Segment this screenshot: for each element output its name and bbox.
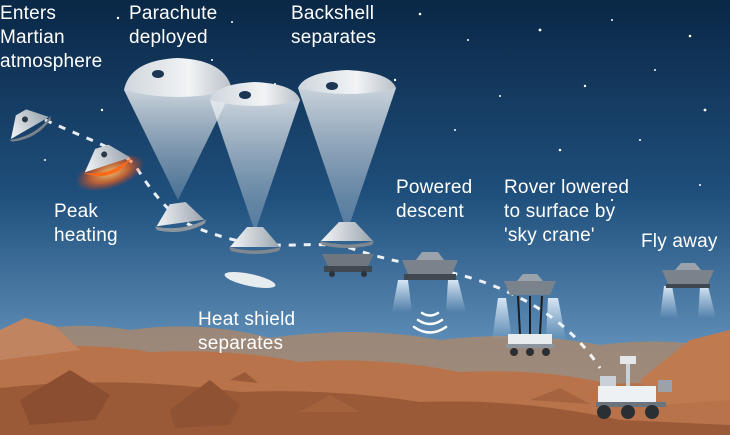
label-line: atmosphere [0,51,103,72]
label-heat-shield: Heat shield separates [198,308,295,356]
label-line: Martian [0,27,65,48]
parachute-canopy-3 [298,70,396,94]
label-powered-descent: Powered descent [396,176,472,224]
rover-on-surface [596,356,672,419]
label-sky-crane: Rover lowered to surface by 'sky crane' [504,176,629,248]
label-line: Backshell [291,3,375,24]
label-line: Parachute [129,3,218,24]
stars [44,12,707,202]
label-line: heating [54,225,118,246]
label-line: Enters [0,3,57,24]
sound-waves [412,311,448,334]
label-line: descent [396,201,464,222]
heat-shield-stage [210,82,300,288]
label-line: Peak [54,201,99,222]
label-line: separates [291,27,377,48]
label-fly-away: Fly away [641,230,718,254]
parachute-canopy-2 [210,82,300,106]
label-peak-heating: Peak heating [54,200,118,248]
label-backshell: Backshell separates [291,2,376,50]
label-parachute: Parachute deployed [129,2,217,50]
heat-shield [224,272,276,288]
entry-capsule [9,109,51,142]
rover-on-tethers [506,334,554,356]
backshell-stage [298,70,396,277]
label-line: Powered [396,177,473,198]
label-line: to surface by [504,201,616,222]
powered-descent-stage [392,252,466,334]
label-line: separates [198,333,284,354]
label-line: 'sky crane' [504,225,595,246]
sky-crane-stage [492,274,566,356]
label-line: deployed [129,27,208,48]
label-line: Fly away [641,231,718,252]
label-entry: Enters Martian atmosphere [0,2,102,74]
parachute-stage [124,58,232,232]
fly-away-stage [660,263,716,318]
peak-heating-capsule [75,144,145,192]
parachute-canopy [124,58,232,97]
label-line: Heat shield [198,309,296,330]
label-line: Rover lowered [504,177,630,198]
